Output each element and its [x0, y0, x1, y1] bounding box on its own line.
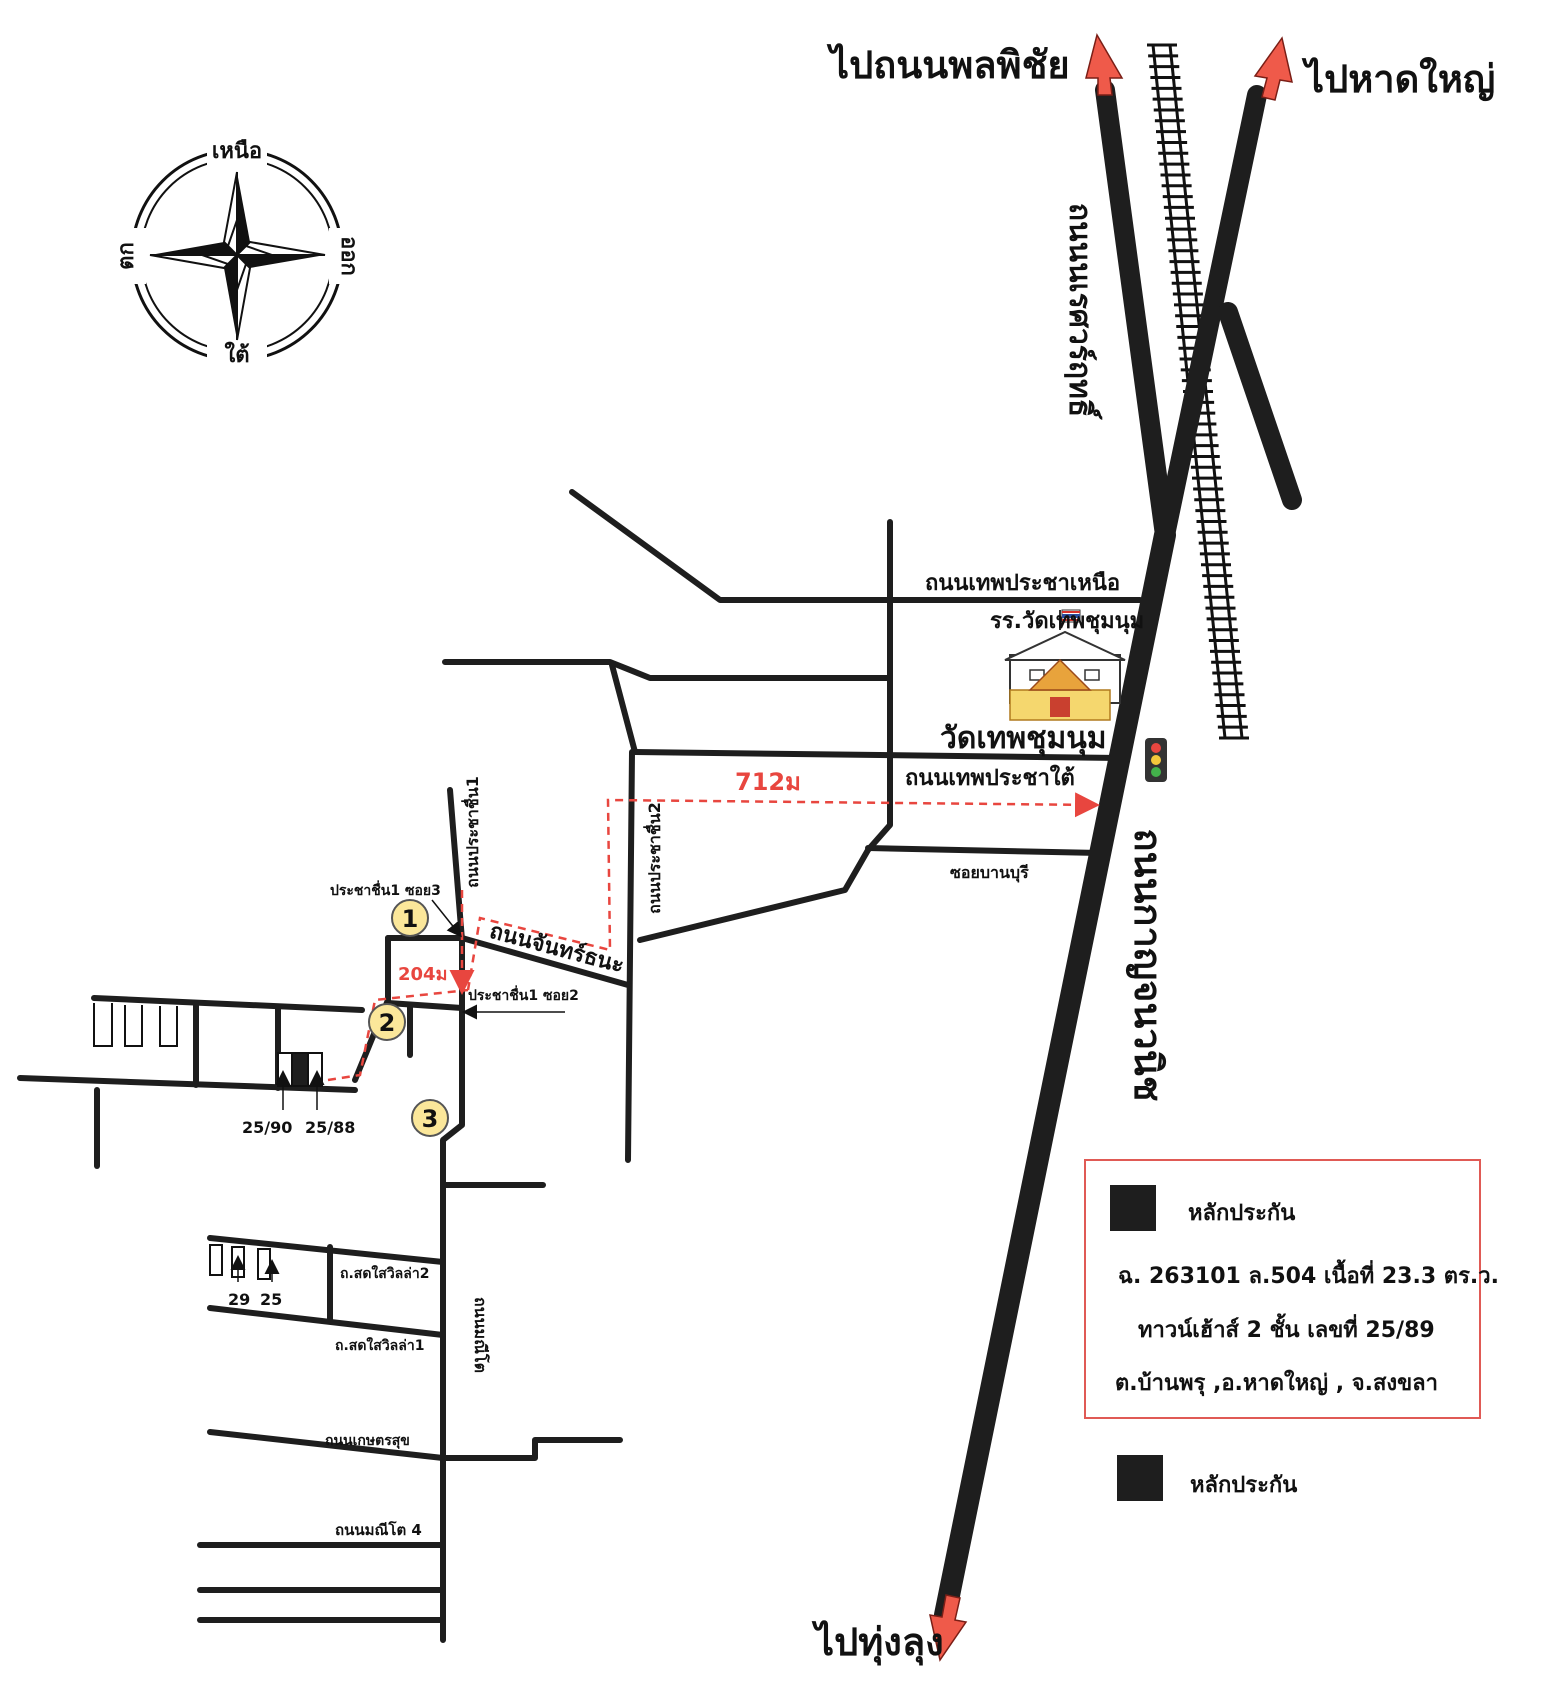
- legend-item1-label: หลักประกัน: [1188, 1201, 1295, 1226]
- svg-text:3: 3: [422, 1105, 439, 1133]
- road-label-sot-sai-villa-2: ถ.สดใสวิลล่า2: [340, 1264, 429, 1282]
- arrow-north-left-icon: [1085, 33, 1124, 96]
- road-label-thep-pracha-tai: ถนนเทพประชาใต้: [905, 764, 1075, 791]
- pointer-arrows: [230, 899, 565, 1282]
- road-label-soi3: ประชาชื่น1 ซอย3: [330, 880, 441, 899]
- collateral-house-marker: [291, 1052, 309, 1087]
- direction-north-left-label: ไปถนนพลพิชัย: [826, 43, 1070, 87]
- road-label-chanthana: ถนนจันทร์ธนะ: [487, 918, 627, 979]
- marker-1: 1: [391, 899, 429, 937]
- road-label-manito-4: ถนนมณีโต 4: [335, 1520, 422, 1539]
- svg-text:1: 1: [402, 905, 419, 933]
- school-label: รร.วัดเทพชุมนุม: [990, 609, 1144, 635]
- road-label-kaset-sap: ถนนเกษตรสุข: [325, 1433, 410, 1449]
- house-number-29: 29: [228, 1290, 250, 1309]
- arrow-north-right-icon: [1253, 36, 1293, 101]
- road-label-pracha-chuen-1: ถนนประชาชื่น1: [461, 776, 482, 888]
- legend-box: หลักประกัน ฉ. 263101 ล.504 เนื้อที่ 23.3…: [1084, 1159, 1499, 1419]
- road-label-pracha-chuen-2: ถนนประชาชื่น2: [643, 802, 664, 914]
- compass-south-label: ใต้: [224, 341, 249, 368]
- temple-label: วัดเทพชุมนุม: [940, 721, 1107, 757]
- road-label-sot-sai-villa-1: ถ.สดใสวิลล่า1: [335, 1336, 424, 1354]
- house-number-25: 25: [260, 1290, 282, 1309]
- compass-rose: เหนือ ใต้ ตก ออก: [114, 139, 361, 371]
- legend-item-2: หลักประกัน: [1117, 1455, 1297, 1501]
- house-number-2588: 25/88: [305, 1118, 355, 1137]
- direction-arrows: [929, 33, 1293, 1662]
- direction-north-right-label: ไปหาดใหญ่: [1301, 57, 1495, 101]
- road-label-kanchanawanit: ถนนกาญจนวนิช: [1126, 828, 1170, 1101]
- road-label-naresuan: ถนนนเรศวร์ฤทธิ์: [1062, 203, 1103, 421]
- road-label-soi2: ประชาชื่น1 ซอย2: [468, 985, 579, 1004]
- compass-east-label: ออก: [336, 236, 361, 276]
- legend-line1: ฉ. 263101 ล.504 เนื้อที่ 23.3 ตร.ว.: [1118, 1259, 1499, 1289]
- main-roads: [934, 80, 1302, 1626]
- marker-3: 3: [411, 1099, 449, 1137]
- minor-roads: [17, 489, 1143, 1643]
- legend-line3: ต.บ้านพรุ ,อ.หาดใหญ่ , จ.สงขลา: [1115, 1369, 1438, 1397]
- distance-712-label: 712ม: [735, 768, 801, 796]
- road-label-soi-ban-buri: ซอยบานบุรี: [950, 863, 1029, 883]
- arrow-south-icon: [929, 1594, 968, 1662]
- legend-item2-label: หลักประกัน: [1190, 1473, 1297, 1498]
- traffic-light-icon: [1145, 738, 1167, 782]
- temple-icon: [1009, 658, 1111, 721]
- svg-text:2: 2: [379, 1009, 396, 1037]
- direction-south-label: ไปทุ่งลุง: [811, 1620, 944, 1666]
- road-label-manito: ถนนมณีโต: [471, 1297, 491, 1373]
- compass-west-label: ตก: [114, 242, 139, 270]
- road-label-thep-pracha-nuea: ถนนเทพประชาเหนือ: [925, 571, 1120, 596]
- compass-north-label: เหนือ: [212, 139, 262, 164]
- marker-2: 2: [368, 1003, 406, 1041]
- distance-204-label: 204ม: [398, 964, 447, 985]
- legend-swatch-2: [1117, 1455, 1163, 1501]
- house-number-2590: 25/90: [242, 1118, 292, 1137]
- legend-line2: ทาวน์เฮ้าส์ 2 ชั้น เลขที่ 25/89: [1138, 1313, 1435, 1343]
- legend-swatch-1: [1110, 1185, 1156, 1231]
- route-path: [327, 792, 1100, 1082]
